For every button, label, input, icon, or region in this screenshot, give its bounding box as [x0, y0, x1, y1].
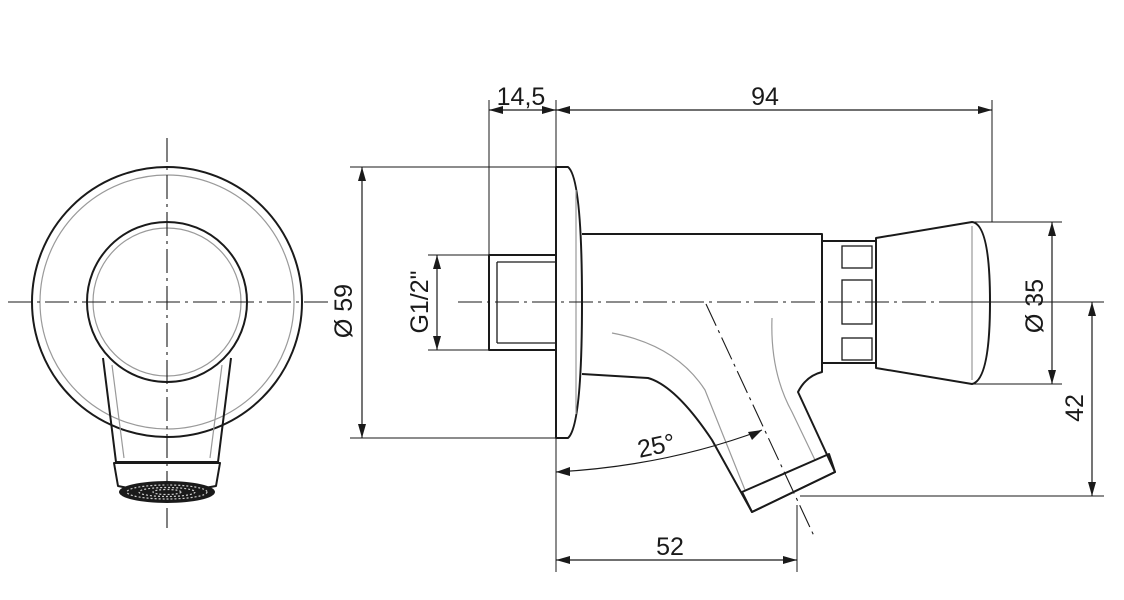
dim-button-diameter: Ø 35 — [1021, 222, 1056, 384]
dim-spout-reach: 52 — [556, 533, 797, 564]
dim-spout-height-label: 42 — [1061, 394, 1089, 422]
dim-thread-label: G1/2" — [406, 270, 434, 333]
dim-spout-height: 42 — [1061, 302, 1096, 496]
dim-spout-angle-label: 25° — [635, 429, 678, 464]
side-push-button — [875, 221, 991, 385]
dim-flange-diameter: Ø 59 — [330, 167, 366, 438]
dim-top-offset-label: 14,5 — [497, 83, 546, 111]
dim-overall-length-label: 94 — [751, 83, 779, 111]
side-neck-segment-3 — [841, 337, 873, 361]
dim-top-offset: 14,5 — [489, 83, 556, 114]
side-view — [458, 100, 1102, 572]
side-spout-axis — [705, 303, 815, 537]
dim-spout-reach-label: 52 — [656, 533, 684, 561]
front-view — [8, 138, 328, 528]
side-neck-segment-1 — [841, 245, 873, 269]
side-body-ghost-rear — [771, 317, 816, 461]
dimension-lines: 14,5 94 Ø 59 G1/2" Ø 35 — [330, 83, 1104, 572]
front-spout-ghost — [111, 364, 223, 459]
side-body-ghost-front — [611, 332, 746, 491]
side-aerator-ring — [741, 453, 836, 513]
dim-overall-length: 94 — [556, 83, 992, 114]
dim-flange-diameter-label: Ø 59 — [330, 284, 358, 338]
dim-spout-angle: 25° — [555, 429, 763, 476]
side-faucet-body — [581, 233, 836, 513]
dim-button-diameter-label: Ø 35 — [1021, 279, 1049, 333]
dim-thread: G1/2" — [406, 255, 441, 350]
